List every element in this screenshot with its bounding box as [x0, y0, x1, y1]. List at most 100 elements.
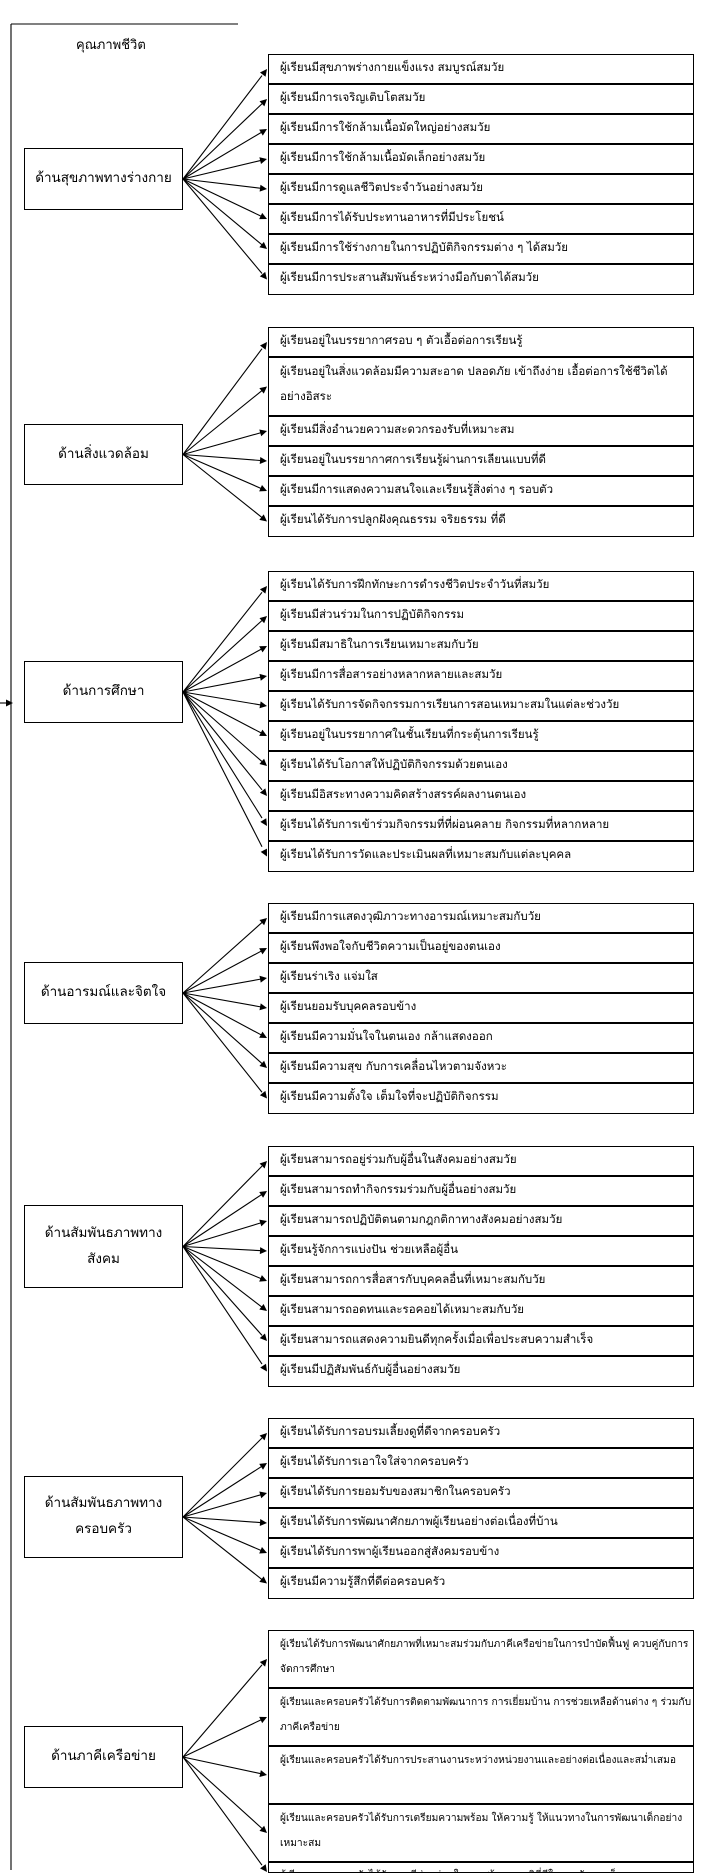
arrow-head — [259, 429, 267, 437]
item-box: ผู้เรียนและครอบครัวได้รับการติดตามพัฒนาก… — [268, 1688, 694, 1746]
arrow-head — [259, 758, 267, 766]
connector-line — [182, 1718, 263, 1758]
item-box: ผู้เรียนมีการได้รับประทานอาหารที่มีประโย… — [268, 204, 694, 234]
arrow-head — [259, 212, 267, 220]
arrow-head — [259, 1659, 267, 1667]
connector-line — [182, 620, 263, 693]
arrow-head — [259, 69, 267, 77]
arrow-head — [259, 1031, 267, 1038]
arrow-head — [259, 456, 267, 464]
item-box: ผู้เรียนและครอบครัวได้รับการเตรียมความพร… — [268, 1804, 694, 1862]
arrow-head — [259, 975, 267, 983]
category-box: ด้านการศึกษา — [24, 661, 183, 723]
arrow-head — [259, 646, 267, 653]
arrow-head — [259, 1463, 267, 1470]
connector-line — [182, 691, 263, 847]
connector-line — [182, 348, 263, 455]
arrow-head — [259, 1433, 267, 1441]
arrow-head — [259, 184, 267, 192]
item-box: ผู้เรียนมีปฏิสัมพันธ์กับผู้อื่นอย่างสมวั… — [268, 1356, 694, 1387]
category-box: ด้านสัมพันธภาพทางสังคม — [24, 1205, 183, 1288]
arrow-head — [260, 848, 267, 857]
item-box: ผู้เรียนอยู่ในสิ่งแวดล้อมมีความสะอาด ปลอ… — [268, 357, 694, 416]
item-box: ผู้เรียนได้รับการปลูกฝังคุณธรรม จริยธรรม… — [268, 506, 694, 537]
item-box: ผู้เรียนมีความตั้งใจ เต็มใจที่จะปฏิบัติก… — [268, 1083, 694, 1114]
item-box: ผู้เรียนได้รับการวัดและประเมินผลที่เหมาะ… — [268, 841, 694, 872]
connector-line — [182, 992, 263, 1036]
item-box: ผู้เรียนได้รับการอบรมเลี้ยงดูที่ดีจากครอ… — [268, 1418, 694, 1448]
connector-line — [182, 950, 263, 994]
connector-line — [182, 453, 263, 462]
connector-line — [182, 178, 263, 246]
item-box: ผู้เรียนได้รับการฝึกทักษะการดำรงชีวิตประ… — [268, 571, 694, 601]
connector-line — [182, 131, 263, 180]
item-box: ผู้เรียนอยู่ในบรรยากาศรอบ ๆ ตัวเอื้อต่อก… — [268, 327, 694, 357]
connector-line — [182, 691, 263, 734]
arrow-head — [259, 271, 267, 280]
arrow-head — [259, 1825, 267, 1833]
arrow-head — [259, 948, 267, 955]
item-box: ผู้เรียนอยู่ในบรรยากาศในชั้นเรียนที่กระต… — [268, 721, 694, 751]
arrow-head — [259, 1003, 267, 1011]
item-box: ผู้เรียนสามารถอดทนและรอคอยได้เหมาะสมกับว… — [268, 1296, 694, 1326]
connector-line — [182, 178, 263, 189]
connector-line — [182, 691, 263, 819]
arrow-head — [259, 1275, 267, 1282]
connector-line — [182, 1165, 263, 1247]
arrow-head — [259, 1161, 267, 1169]
connector-line — [182, 1246, 263, 1336]
arrow-head — [259, 1519, 267, 1526]
connector-line — [182, 922, 263, 994]
connector-line — [182, 691, 263, 706]
arrow-head — [259, 386, 267, 394]
item-box: ผู้เรียนมีความมั่นใจในตนเอง กล้าแสดงออก — [268, 1023, 694, 1053]
item-box: ผู้เรียนมีการใช้กล้ามเนื้อมัดเล็กอย่างสม… — [268, 144, 694, 174]
connector-line — [182, 431, 263, 456]
connector-line — [182, 591, 263, 693]
item-box: ผู้เรียนมีส่วนร่วมในการปฏิบัติกิจกรรม — [268, 601, 694, 631]
arrow-head — [259, 99, 267, 107]
item-box: ผู้เรียนได้รับการพัฒนาศักยภาพที่เหมาะสมร… — [268, 1630, 694, 1688]
item-box: ผู้เรียนรู้จักการแบ่งปัน ช่วยเหลือผู้อื่… — [268, 1236, 694, 1266]
arrow-head — [259, 586, 267, 594]
connector-line — [182, 159, 263, 180]
connector-line — [182, 1465, 263, 1518]
item-box: ผู้เรียนมีการสื่อสารอย่างหลากหลายและสมวั… — [268, 661, 694, 691]
item-box: ผู้เรียนมีการเจริญเติบโตสมวัย — [268, 84, 694, 114]
arrow-head — [259, 1716, 267, 1724]
item-box: ผู้เรียนมีการประสานสัมพันธ์ระหว่างมือกับ… — [268, 264, 694, 295]
connector-line — [182, 1246, 263, 1308]
connector-line — [182, 992, 263, 1008]
diagram-title: คุณภาพชีวิต — [76, 38, 146, 53]
connector-line — [182, 1516, 263, 1552]
arrow-head — [259, 1247, 267, 1255]
arrow-head — [259, 129, 267, 136]
item-box: ผู้เรียนมีการใช้กล้ามเนื้อมัดใหญ่อย่างสม… — [268, 114, 694, 144]
item-box: ผู้เรียนมีการแสดงวุฒิภาวะทางอารมณ์เหมาะส… — [268, 903, 694, 933]
item-box: ผู้เรียนสามารถการสื่อสารกับบุคคลอื่นที่เ… — [268, 1266, 694, 1296]
connector-line — [182, 453, 263, 490]
item-box: ผู้เรียนมีสิ่งอำนวยความสะดวกรองรับที่เหม… — [268, 416, 694, 446]
item-box: ผู้เรียนและครอบครัวได้รับการประสานงานระห… — [268, 1746, 694, 1804]
arrow-head — [259, 788, 267, 796]
trunk-arrow-head — [6, 699, 13, 707]
item-box: ผู้เรียนได้รับการพัฒนาศักยภาพผู้เรียนอย่… — [268, 1508, 694, 1538]
arrow-head — [259, 1491, 267, 1499]
connector-line — [182, 691, 263, 763]
connector-line — [182, 1246, 263, 1365]
arrow-head — [260, 1864, 267, 1872]
connector-line — [182, 992, 263, 1064]
item-box: ผู้เรียนสามารถแสดงความยินดีทุกครั้งเมื่อ… — [268, 1326, 694, 1356]
connector-line — [182, 978, 263, 994]
item-box: ผู้เรียนสามารถอยู่ร่วมกับผู้อื่นในสังคมอ… — [268, 1146, 694, 1176]
category-box: ด้านสุขภาพทางร่างกาย — [24, 148, 183, 210]
arrow-head — [260, 342, 267, 350]
arrow-head — [259, 1191, 267, 1198]
connector-line — [182, 1437, 263, 1518]
connector-line — [182, 454, 263, 518]
connector-line — [182, 676, 263, 693]
item-box: ผู้เรียนมีความสุข กับการเคลื่อนไหวตามจัง… — [268, 1053, 694, 1083]
arrow-head — [259, 1576, 267, 1584]
